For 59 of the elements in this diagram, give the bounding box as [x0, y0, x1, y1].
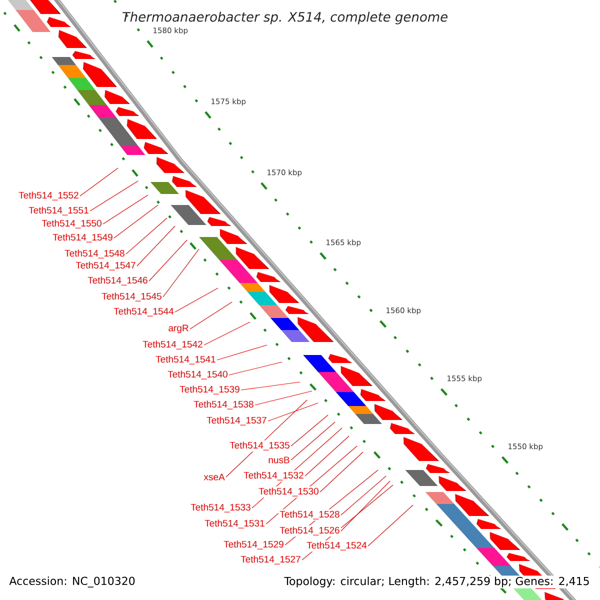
gene-label: Teth514_1548 — [64, 250, 124, 258]
leader-line — [126, 218, 168, 254]
leader-line — [80, 168, 118, 196]
gene-label: nusB — [268, 456, 290, 464]
leader-line — [204, 322, 250, 346]
gene-label: Teth514_1540 — [168, 370, 228, 380]
gene-label: Teth514_1551 — [28, 206, 88, 216]
leader-line — [102, 194, 148, 224]
leader-line — [340, 476, 386, 516]
footer-text: Topology: circular; Length: 2,457,259 bp; Genes: 2,415 — [283, 576, 591, 588]
gene-label: argR — [168, 324, 188, 334]
leader-line — [290, 422, 336, 460]
leader-line — [266, 446, 358, 524]
leader-line — [254, 390, 312, 406]
leader-line — [114, 204, 158, 238]
leader-line — [174, 288, 218, 312]
leader-line — [190, 302, 232, 330]
footer-text: Accession: NC_010320 — [8, 576, 136, 588]
leader-line — [240, 382, 300, 390]
gene-label: xseA — [204, 474, 225, 480]
leader-line — [368, 504, 414, 546]
leader-line — [226, 400, 308, 478]
gene-label: Teth514_1544 — [114, 308, 174, 316]
leader-line — [90, 180, 138, 212]
gene-label: Teth514_1545 — [102, 292, 162, 302]
gene-label: Teth514_1530 — [258, 488, 318, 496]
gene-label: Teth514_1541 — [156, 356, 216, 364]
gene-label: Teth514_1549 — [52, 234, 112, 242]
gene-label: Teth514_1538 — [194, 400, 254, 410]
gene-label: Teth514_1531 — [204, 520, 264, 528]
gene-label: Teth514_1528 — [280, 510, 340, 520]
gene-label: Teth514_1533 — [190, 504, 250, 512]
leader-line — [252, 428, 342, 508]
gene-label: Teth514_1529 — [224, 540, 284, 550]
gene-label: Teth514_1542 — [142, 340, 202, 350]
leader-line — [320, 452, 364, 492]
leader-line — [148, 240, 188, 282]
leader-line — [162, 248, 200, 298]
title: Thermoanaerobacter sp. X514, complete genome — [122, 12, 448, 24]
gene-label: Teth514_1547 — [76, 262, 136, 270]
leader-line — [136, 226, 176, 266]
gene-label: Teth514_1546 — [88, 276, 148, 286]
gene-label: Teth514_1524 — [306, 542, 367, 550]
leader-line — [340, 480, 390, 532]
gene-label: Teth514_1527 — [240, 556, 300, 564]
gene-label: Teth514_1526 — [280, 526, 340, 536]
gene-label: Teth514_1550 — [42, 220, 102, 228]
gene-label: Teth514_1552 — [18, 192, 78, 200]
leader-line — [284, 470, 378, 546]
gene-label: Teth514_1537 — [206, 416, 266, 426]
leader-line — [228, 362, 282, 376]
leader-line — [302, 484, 394, 560]
leader-line — [290, 414, 328, 446]
gene-label: Teth514_1535 — [230, 442, 290, 450]
leader-line — [216, 344, 268, 360]
leader-line — [268, 402, 318, 422]
leader-line — [304, 436, 350, 476]
gene-label: Teth514_1539 — [180, 386, 240, 394]
gene-label: Teth514_1532 — [244, 472, 304, 480]
